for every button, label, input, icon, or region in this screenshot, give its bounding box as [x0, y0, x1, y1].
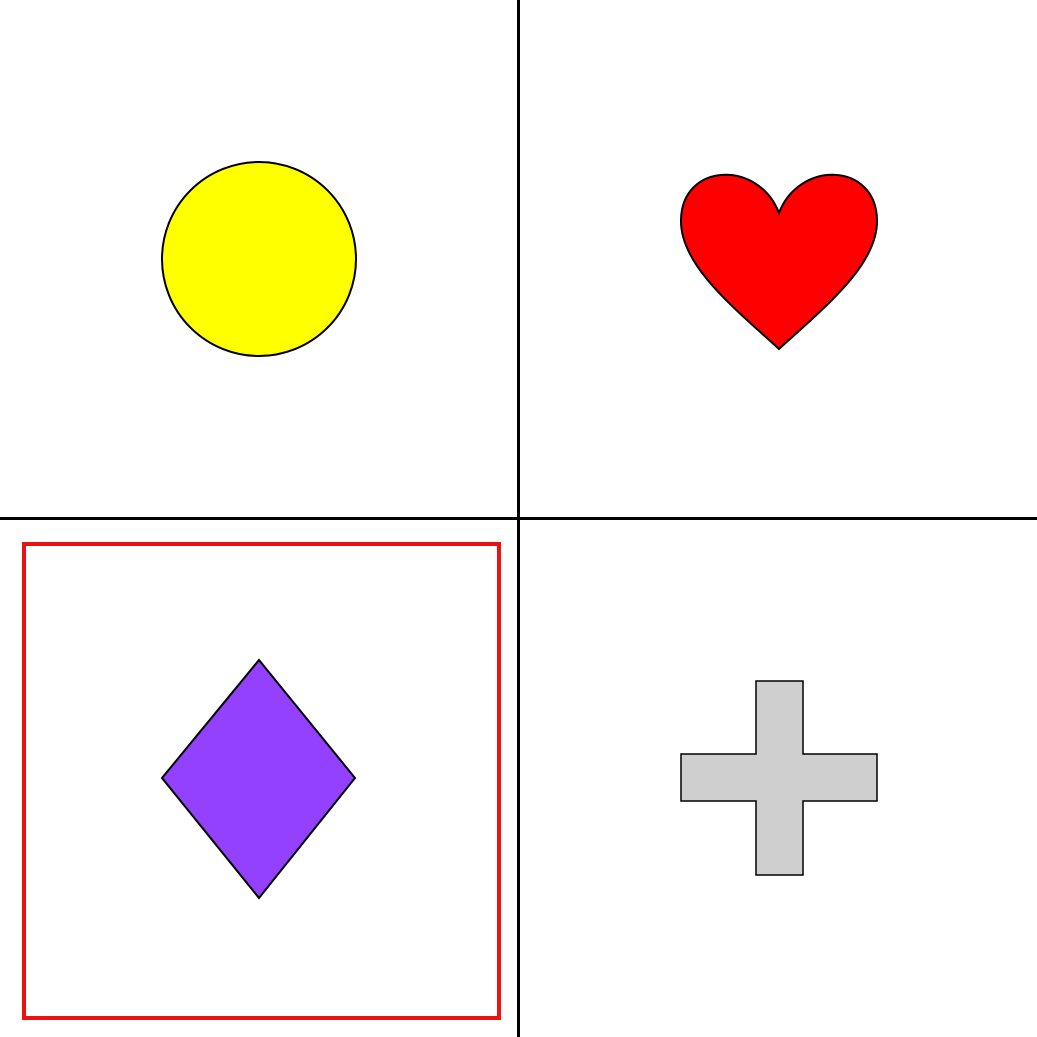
horizontal-divider [0, 517, 1037, 520]
diamond-shape [160, 658, 357, 900]
heart-icon [679, 173, 879, 351]
grid-cell-bottom-right[interactable] [519, 519, 1037, 1037]
heart-shape [679, 173, 879, 351]
grid-cell-bottom-left[interactable] [0, 519, 518, 1037]
circle-shape [161, 161, 357, 357]
grid-cell-top-right[interactable] [519, 0, 1037, 518]
grid-cell-top-left[interactable] [0, 0, 518, 518]
diamond-icon [160, 658, 357, 900]
plus-icon [680, 680, 878, 876]
circle-icon [161, 161, 357, 357]
plus-shape [680, 680, 878, 876]
